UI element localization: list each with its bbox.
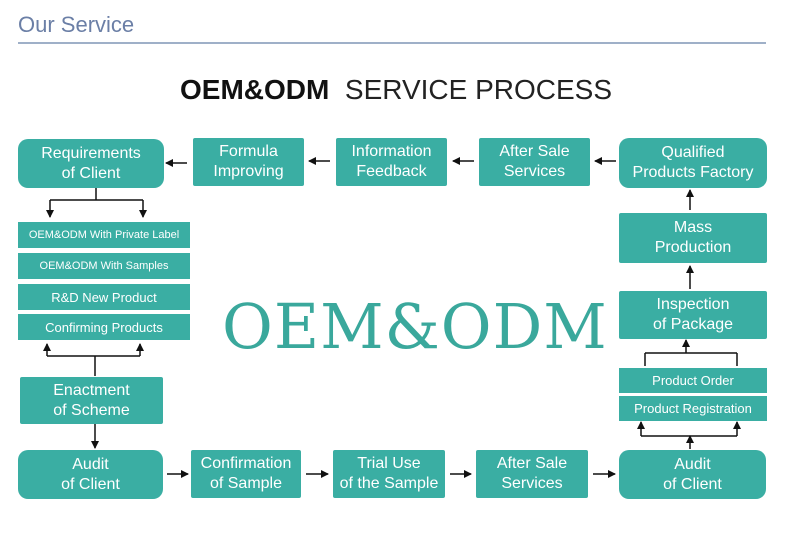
option-with-samples: OEM&ODM With Samples: [18, 253, 190, 279]
diagram-title-rest: SERVICE PROCESS: [344, 74, 613, 105]
section-title: Our Service: [18, 12, 135, 37]
option-rd-new-product: R&D New Product: [18, 284, 190, 310]
center-watermark: OEM&ODM: [222, 290, 608, 363]
option-confirming-products: Confirming Products: [18, 314, 190, 340]
diagram-title-bold: OEM&ODM: [180, 74, 330, 105]
section-divider: [18, 42, 766, 44]
product-order-bar: Product Order: [619, 368, 767, 393]
option-private-label: OEM&ODM With Private Label: [18, 222, 190, 248]
product-registration-bar: Product Registration: [619, 396, 767, 421]
diagram-title: OEM&ODM SERVICE PROCESS: [180, 74, 612, 106]
